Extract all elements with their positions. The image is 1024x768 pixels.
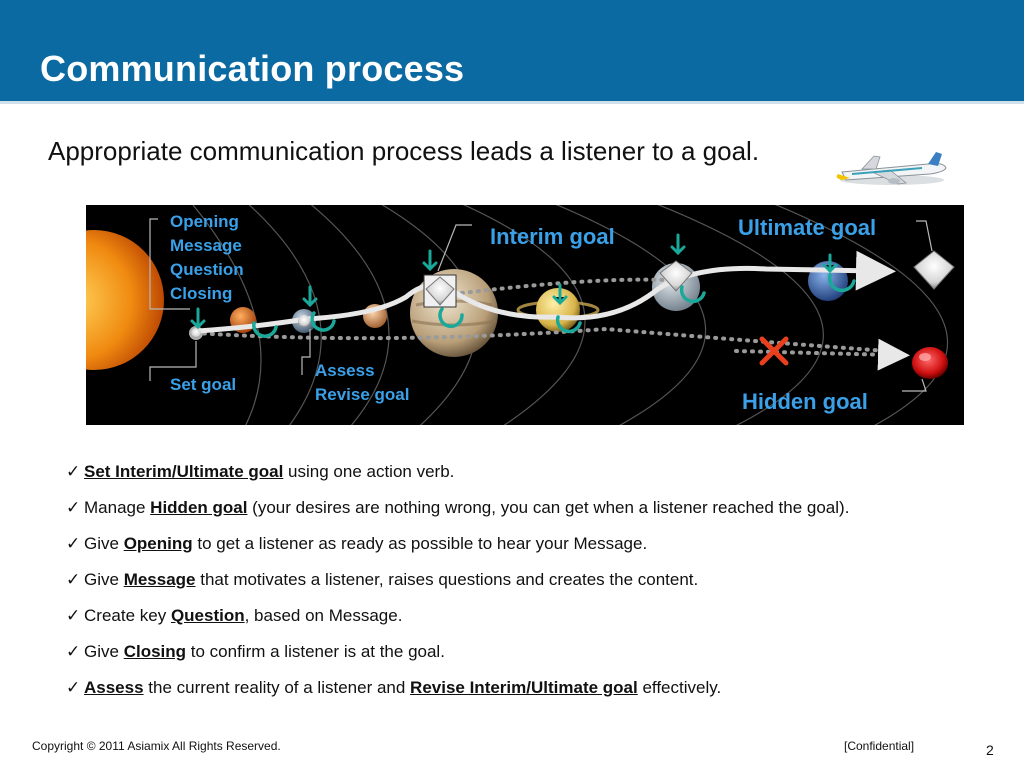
- slide-title: Communication process: [40, 48, 465, 89]
- bullet-text: Manage: [84, 498, 151, 517]
- label-question: Question: [170, 260, 244, 279]
- label-set-goal: Set goal: [170, 375, 237, 394]
- bullet-keyword: Question: [170, 606, 245, 625]
- label-closing: Closing: [170, 284, 233, 303]
- checkmark-icon: ✓: [66, 498, 81, 517]
- footer-copyright: Copyright © 2011 Asiamix All Rights Rese…: [32, 739, 281, 753]
- label-message: Message: [170, 236, 242, 255]
- header-divider: [0, 101, 1024, 104]
- bullet-text: the current reality of a listener and: [143, 678, 411, 697]
- checkmark-icon: ✓: [66, 606, 81, 625]
- label-hidden-goal: Hidden goal: [742, 389, 868, 414]
- bullet-keyword: Opening: [123, 534, 193, 553]
- checkmark-icon: ✓: [66, 462, 81, 481]
- bullet-text: (your desires are nothing wrong, you can…: [247, 498, 850, 517]
- bullet-text: effectively.: [637, 678, 722, 697]
- label-revise-goal: Revise goal: [315, 385, 410, 404]
- bullet-text: Give: [84, 534, 124, 553]
- slide-subtitle: Appropriate communication process leads …: [48, 136, 760, 166]
- label-opening: Opening: [170, 212, 239, 231]
- bullet-keyword: Message: [123, 570, 196, 589]
- checkmark-icon: ✓: [66, 642, 81, 661]
- checkmark-icon: ✓: [66, 534, 81, 553]
- bullet-item: ✓Manage Hidden goal (your desires are no…: [66, 498, 1006, 534]
- bullet-item: ✓Set Interim/Ultimate goal using one act…: [66, 462, 1006, 498]
- bullet-item: ✓Create key Question, based on Message.: [66, 606, 1006, 642]
- label-interim-goal: Interim goal: [490, 224, 615, 249]
- communication-diagram: Opening Message Question Closing Set goa…: [86, 205, 964, 425]
- bullet-keyword: Revise Interim/Ultimate goal: [410, 678, 638, 697]
- label-assess: Assess: [315, 361, 375, 380]
- label-ultimate-goal: Ultimate goal: [738, 215, 877, 240]
- airplane-icon: [836, 152, 947, 185]
- bullet-keyword: Assess: [84, 678, 144, 697]
- bullet-item: ✓Give Opening to get a listener as ready…: [66, 534, 1006, 570]
- page-number: 2: [986, 742, 994, 758]
- bullet-text: Give: [84, 570, 124, 589]
- checkmark-icon: ✓: [66, 570, 81, 589]
- bullet-text: to confirm a listener is at the goal.: [186, 642, 445, 661]
- bullet-item: ✓Assess the current reality of a listene…: [66, 678, 1006, 714]
- footer-confidential: [Confidential]: [844, 739, 915, 753]
- bullet-text: Create key: [84, 606, 171, 625]
- bullet-text: using one action verb.: [283, 462, 455, 481]
- bullet-list: ✓Set Interim/Ultimate goal using one act…: [66, 462, 1006, 714]
- bullet-keyword: Closing: [123, 642, 187, 661]
- header-bar: Communication process: [0, 0, 1024, 101]
- checkmark-icon: ✓: [66, 678, 81, 697]
- solar-system-illustration: [86, 205, 955, 425]
- bullet-text: to get a listener as ready as possible t…: [192, 534, 648, 553]
- bullet-text: Give: [84, 642, 124, 661]
- bullet-keyword: Hidden goal: [150, 498, 248, 517]
- bullet-text: , based on Message.: [244, 606, 403, 625]
- bullet-text: that motivates a listener, raises questi…: [195, 570, 699, 589]
- bullet-item: ✓Give Closing to confirm a listener is a…: [66, 642, 1006, 678]
- bullet-keyword: Set Interim/Ultimate goal: [84, 462, 284, 481]
- bullet-item: ✓Give Message that motivates a listener,…: [66, 570, 1006, 606]
